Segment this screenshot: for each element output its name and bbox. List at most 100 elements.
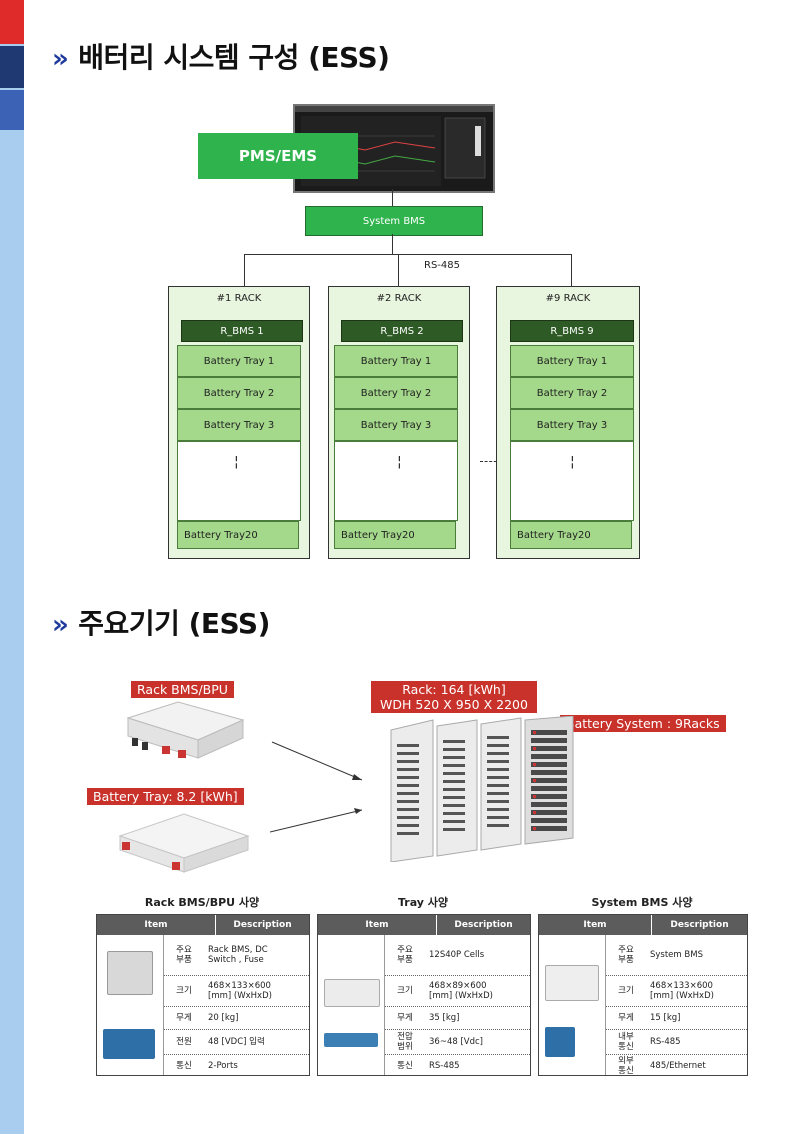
row-key: 전압 범위	[397, 1032, 413, 1052]
side-stripe-navy	[0, 46, 24, 88]
row-key: 무게	[618, 1013, 634, 1023]
table-row: 무게 15 [kg]	[606, 1007, 747, 1030]
pms-ems-box: PMS/EMS	[198, 133, 358, 179]
chevron-icon: »	[52, 44, 69, 74]
row-value: 48 [VDC] 입력	[208, 1037, 265, 1047]
table-title: Rack BMS/BPU 사양	[144, 896, 260, 909]
rack-bms-label: Rack BMS/BPU	[131, 681, 234, 698]
row-value: RS-485	[650, 1037, 681, 1047]
table-header: Item Description	[97, 915, 309, 935]
row-value: 468×133×600 [mm] (WxHxD)	[208, 981, 272, 1001]
section-title-equipment: » 주요기기 (ESS)	[52, 602, 270, 642]
battery-tray: Battery Tray 3	[510, 409, 634, 441]
rs485-bus-line	[244, 254, 571, 255]
tray-gap: ¦	[510, 441, 634, 521]
table-header: Item Description	[318, 915, 530, 935]
row-key: 통신	[176, 1061, 192, 1071]
ellipsis-mark: ¦	[234, 454, 239, 470]
system-bms-box: System BMS	[305, 206, 483, 236]
row-key: 주요 부품	[618, 945, 634, 965]
ellipsis-mark: ¦	[397, 454, 402, 470]
side-stripe	[0, 0, 24, 1134]
row-value: Rack BMS, DC Switch , Fuse	[208, 945, 268, 965]
rack-bms: R_BMS 2	[341, 320, 463, 342]
header-item: Item	[539, 915, 652, 935]
table-row: 주요 부품 System BMS	[606, 935, 747, 976]
tray-gap: ¦	[334, 441, 458, 521]
table-row: 전원 48 [VDC] 입력	[164, 1030, 309, 1055]
section-title-system: » 배터리 시스템 구성 (ESS)	[52, 36, 390, 76]
table-rows: 주요 부품 12S40P Cells 크기 468×89×600 [mm] (WxH…	[385, 935, 530, 1075]
table-row: 크기 468×133×600 [mm] (WxHxD)	[606, 976, 747, 1007]
arrows	[270, 741, 363, 833]
table-row: 주요 부품 12S40P Cells	[385, 935, 530, 976]
pms-ems-label: PMS/EMS	[238, 147, 318, 165]
rack-spec-line1: Rack: 164 [kWh]	[402, 682, 506, 697]
row-key: 통신	[397, 1061, 413, 1071]
battery-tray: Battery Tray 1	[334, 345, 458, 377]
component-images	[318, 935, 385, 1075]
battery-tray: Battery Tray 1	[177, 345, 301, 377]
section-title-text: 주요기기 (ESS)	[78, 607, 270, 640]
tray-photo	[324, 979, 380, 1007]
circuit-board-photo	[545, 1027, 575, 1057]
component-images	[539, 935, 606, 1075]
side-stripe-red	[0, 0, 24, 44]
table-row: 통신 2-Ports	[164, 1055, 309, 1077]
battery-system-label: Battery System : 9Racks	[560, 715, 726, 732]
header-item: Item	[97, 915, 216, 935]
row-key: 무게	[397, 1013, 413, 1023]
tray-gap: ¦	[177, 441, 301, 521]
row-key: 크기	[618, 986, 634, 996]
side-stripe-blue	[0, 90, 24, 130]
connector-line	[571, 254, 572, 286]
battery-tray: Battery Tray 3	[334, 409, 458, 441]
chevron-icon: »	[52, 610, 69, 640]
row-key: 주요 부품	[397, 945, 413, 965]
row-value: RS-485	[429, 1061, 460, 1071]
row-key: 내부 통신	[618, 1032, 634, 1052]
circuit-board-photo	[103, 1029, 155, 1059]
row-key: 무게	[176, 1013, 192, 1023]
rs485-label: RS-485	[424, 260, 460, 271]
header-description: Description	[233, 920, 292, 930]
battery-tray: Battery Tray 2	[510, 377, 634, 409]
table-title: Tray 사양	[397, 896, 449, 909]
header-description: Description	[670, 920, 729, 930]
rack-spec-label: Rack: 164 [kWh] WDH 520 X 950 X 2200	[371, 681, 537, 713]
connector-line	[244, 254, 245, 286]
battery-tray-last: Battery Tray20	[510, 521, 632, 549]
table-row: 통신 RS-485	[385, 1055, 530, 1077]
row-key: 전원	[176, 1037, 192, 1047]
header-description: Description	[454, 920, 513, 930]
battery-tray: Battery Tray 2	[334, 377, 458, 409]
battery-tray: Battery Tray 1	[510, 345, 634, 377]
table-row: 내부 통신 RS-485	[606, 1030, 747, 1055]
connector-line	[398, 254, 399, 286]
rack-spec-line2: WDH 520 X 950 X 2200	[380, 697, 528, 712]
row-value: 2-Ports	[208, 1061, 238, 1071]
row-value: 468×133×600 [mm] (WxHxD)	[650, 981, 714, 1001]
spec-table-system-bms: Item Description 주요 부품 System BMS 크기 468×1…	[538, 914, 748, 1076]
battery-tray: Battery Tray 3	[177, 409, 301, 441]
row-value: 36~48 [Vdc]	[429, 1037, 483, 1047]
row-value: 20 [kg]	[208, 1013, 239, 1023]
ellipsis-mark: ¦	[570, 454, 575, 470]
system-bms-photo	[545, 965, 599, 1001]
row-value: 35 [kg]	[429, 1013, 460, 1023]
row-value: 12S40P Cells	[429, 950, 485, 960]
row-value: 468×89×600 [mm] (WxHxD)	[429, 981, 493, 1001]
battery-tray-last: Battery Tray20	[177, 521, 299, 549]
row-value: 15 [kg]	[650, 1013, 681, 1023]
row-key: 크기	[397, 986, 413, 996]
table-header: Item Description	[539, 915, 747, 935]
section-title-text: 배터리 시스템 구성 (ESS)	[78, 41, 390, 74]
row-value: System BMS	[650, 950, 703, 960]
rack-bms-photo	[118, 698, 248, 770]
bms-board-photo	[107, 951, 153, 995]
rack-9: #9 RACK R_BMS 9 Battery Tray 1 Battery T…	[496, 286, 640, 559]
